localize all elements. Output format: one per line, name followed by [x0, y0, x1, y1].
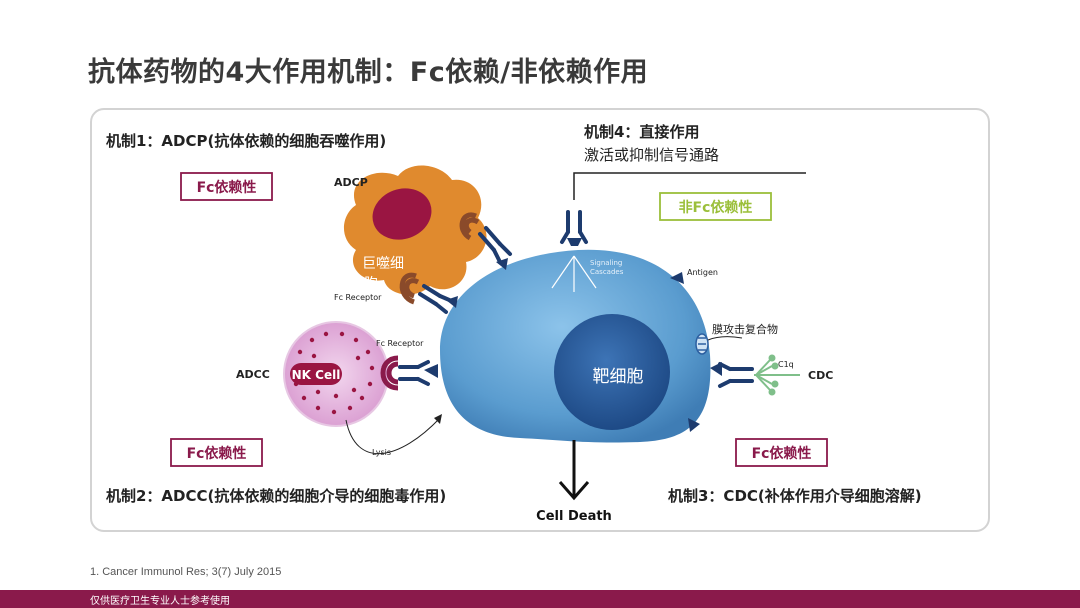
antigen-adcc	[424, 364, 438, 378]
macrophage-fc-receptor-label: Fc Receptor	[334, 293, 382, 302]
mechanism2-label: 机制2：ADCC(抗体依赖的细胞介导的细胞毒作用)	[106, 487, 446, 505]
adcc-label: ADCC	[236, 368, 270, 381]
antibody-adcp-1	[478, 226, 512, 264]
diagram-panel	[90, 108, 990, 532]
antigen-lower-right	[688, 418, 700, 432]
mechanism4-title: 机制4：直接作用	[584, 123, 699, 141]
svg-text:Fc依赖性: Fc依赖性	[752, 445, 812, 462]
nk-fc-receptor-label: Fc Receptor	[376, 339, 424, 348]
cell-death-arrowhead	[558, 481, 590, 501]
nk-cell-label-bg	[290, 363, 342, 385]
antibody-adcc	[398, 360, 430, 386]
mechanism4-desc: 激活或抑制信号通路	[584, 146, 719, 164]
lysis-arrowhead	[434, 414, 442, 424]
fc-receptor-adcc	[380, 355, 399, 391]
footer-bar: 仅供医疗卫生专业人士参考使用	[0, 590, 1080, 608]
fc-receptor-adcp-2	[399, 272, 420, 305]
mechanism4-connector	[573, 172, 806, 200]
signaling-arrows	[551, 255, 597, 292]
footer-disclaimer: 仅供医疗卫生专业人士参考使用	[90, 596, 230, 607]
macrophage-nucleus	[372, 188, 432, 240]
fc-dependent-badge-adcc: Fc依赖性	[170, 438, 263, 467]
svg-text:Fc依赖性: Fc依赖性	[187, 445, 247, 462]
antigen-upper-right	[670, 272, 684, 284]
mechanism1-label: 机制1：ADCP(抗体依赖的细胞吞噬作用)	[106, 132, 386, 150]
antigen-label: Antigen	[687, 268, 718, 277]
antibody-cdc	[718, 362, 754, 388]
signaling-label-1: Signaling	[590, 259, 622, 267]
membrane-attack-complex	[695, 333, 709, 355]
target-cell-nucleus	[554, 314, 670, 430]
fc-dependent-badge-cdc: Fc依赖性	[735, 438, 828, 467]
reference-footnote: 1. Cancer Immunol Res; 3(7) July 2015	[90, 566, 282, 578]
antigen-top	[567, 238, 582, 246]
slide-title: 抗体药物的4大作用机制：Fc依赖/非依赖作用	[88, 57, 649, 88]
antibody-adcp-2	[418, 284, 456, 314]
cell-death-label: Cell Death	[536, 509, 612, 524]
signaling-label-2: Cascades	[590, 268, 624, 276]
fc-dependent-badge-adcp: Fc依赖性	[180, 172, 273, 201]
macrophage-label-1: 巨噬细	[362, 256, 404, 272]
fc-receptor-adcp-1	[459, 212, 480, 241]
nk-cell-label: NK Cell	[292, 368, 341, 382]
lysis-label: Lysis	[372, 448, 391, 457]
c1q-complex	[754, 354, 800, 396]
target-cell-label: 靶细胞	[593, 367, 644, 387]
antibody-direct	[560, 210, 588, 244]
adcp-label: ADCP	[334, 176, 368, 189]
svg-text:非Fc依赖性: 非Fc依赖性	[679, 199, 753, 216]
cdc-label: CDC	[808, 369, 833, 382]
mechanism3-label: 机制3：CDC(补体作用介导细胞溶解)	[668, 487, 922, 505]
mac-label: 膜攻击复合物	[712, 322, 778, 336]
non-fc-dependent-badge: 非Fc依赖性	[659, 192, 772, 221]
svg-text:Fc依赖性: Fc依赖性	[197, 179, 257, 196]
macrophage-label-2: 胞	[364, 276, 378, 292]
lysis-arrow	[345, 417, 441, 455]
mac-pointer	[707, 336, 743, 341]
c1q-label: C1q	[778, 360, 794, 369]
